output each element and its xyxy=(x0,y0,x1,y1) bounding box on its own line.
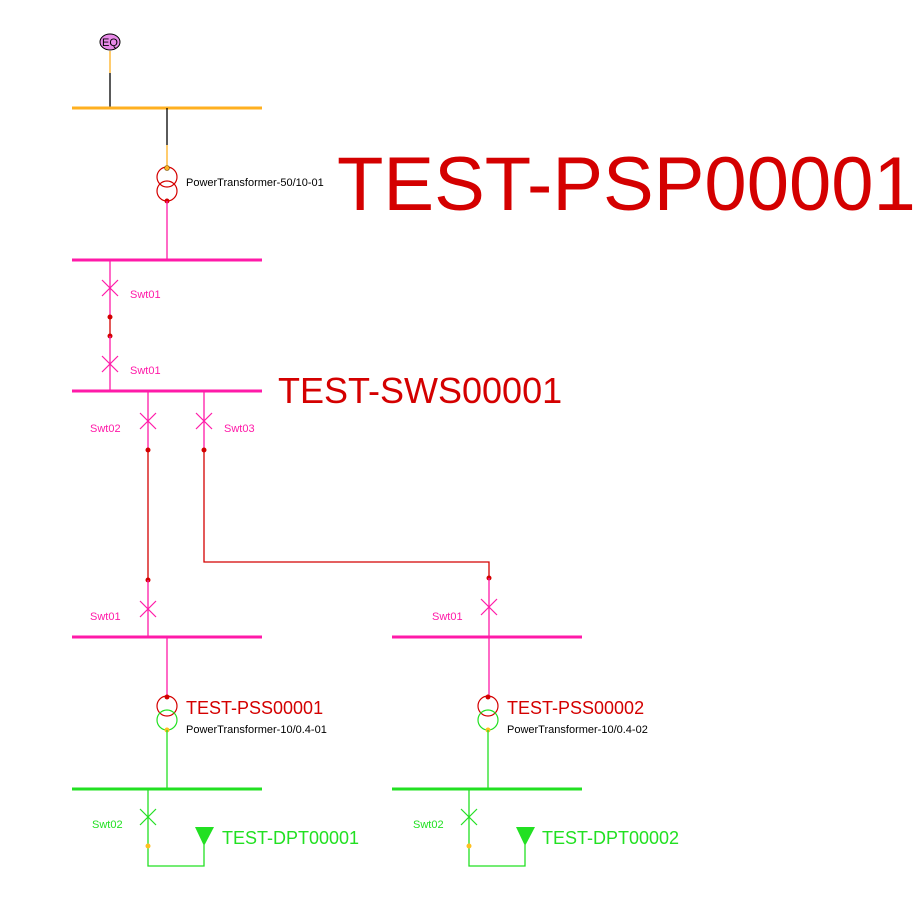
switch-label: Swt02 xyxy=(90,423,121,435)
distribution-point-icon[interactable] xyxy=(195,827,214,846)
cable-2[interactable] xyxy=(203,450,490,578)
switch-label: Swt03 xyxy=(224,423,255,435)
switching-station-title: TEST-SWS00001 xyxy=(278,370,562,411)
source-eq[interactable]: EQ xyxy=(99,33,121,108)
transformer-label-main: PowerTransformer-50/10-01 xyxy=(186,177,324,189)
switch-label: Swt02 xyxy=(413,819,444,831)
power-transformer-main[interactable] xyxy=(156,165,178,204)
switch-label: Swt01 xyxy=(90,611,121,623)
substation-title: TEST-PSS00001 xyxy=(186,698,323,718)
transformer-label: PowerTransformer-10/0.4-02 xyxy=(507,724,648,736)
substation-title-main: TEST-PSP00001 xyxy=(337,142,916,227)
switch-label: Swt02 xyxy=(92,819,123,831)
power-transformer-pss2[interactable] xyxy=(477,694,499,733)
switch-label: Swt01 xyxy=(432,611,463,623)
substation-title: TEST-PSS00002 xyxy=(507,698,644,718)
transformer-label: PowerTransformer-10/0.4-01 xyxy=(186,724,327,736)
secondary-substation-1: Swt01 TEST-PSS00001 PowerTransformer-10/… xyxy=(72,580,359,867)
distribution-point-label: TEST-DPT00002 xyxy=(542,828,679,848)
secondary-substation-2: Swt01 TEST-PSS00002 PowerTransformer-10/… xyxy=(392,578,679,867)
switch-label: Swt01 xyxy=(130,289,161,301)
power-transformer-pss1[interactable] xyxy=(156,694,178,733)
distribution-point-label: TEST-DPT00001 xyxy=(222,828,359,848)
source-label: EQ xyxy=(102,37,118,49)
distribution-point-icon[interactable] xyxy=(516,827,535,846)
switch-label: Swt01 xyxy=(130,365,161,377)
